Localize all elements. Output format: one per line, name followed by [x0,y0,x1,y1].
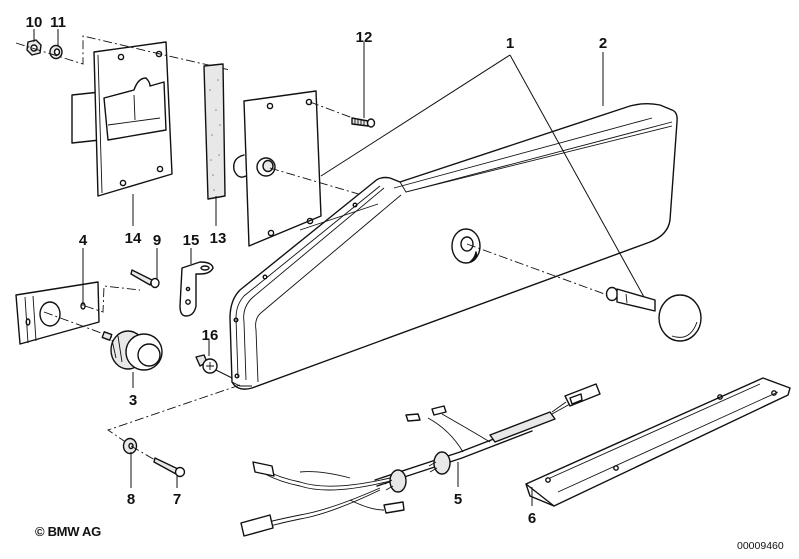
callout-7: 7 [173,491,181,508]
callout-8: 8 [127,491,135,508]
callout-14: 14 [125,230,142,247]
callout-6: 6 [528,510,536,527]
diagram-number: 00009460 [737,540,784,552]
callout-4: 4 [79,232,88,249]
callout-13: 13 [210,230,227,247]
callout-2: 2 [599,35,607,52]
part-10-hex-nut[interactable] [26,39,42,56]
part-8-washer[interactable] [122,437,138,455]
callout-1: 1 [506,35,514,52]
leader-lines [33,29,645,506]
part-5-wiring-harness[interactable] [240,383,601,537]
part-9-screw[interactable] [130,269,160,289]
callout-10: 10 [26,14,43,31]
part-1-knob[interactable] [605,286,702,342]
callout-9: 9 [153,232,161,249]
part-13-foam-gasket[interactable] [203,63,226,200]
part-4-switch-plate[interactable] [15,281,100,345]
part-7-screw[interactable] [153,457,186,478]
part-6-mounting-rail[interactable] [525,377,791,507]
callout-16: 16 [202,327,219,344]
callout-3: 3 [129,392,137,409]
callout-5: 5 [454,491,462,508]
part-2-armrest-body[interactable] [229,103,678,390]
part-3-push-switch[interactable] [101,330,163,371]
callout-11: 11 [50,14,66,31]
copyright-notice: © BMW AG [35,524,101,539]
part-15-angle-bracket[interactable] [179,261,214,317]
part-1-mounting-plate[interactable] [233,90,322,247]
part-16-rivet-clip[interactable] [195,354,218,374]
part-11-washer[interactable] [49,44,63,60]
part-14-ashtray-housing[interactable] [71,41,173,197]
callout-15: 15 [183,232,200,249]
callout-labels: 10 11 12 1 2 14 13 4 9 15 16 3 8 7 5 6 [26,14,608,527]
callout-12: 12 [356,29,373,46]
part-12-screw[interactable] [351,117,376,128]
